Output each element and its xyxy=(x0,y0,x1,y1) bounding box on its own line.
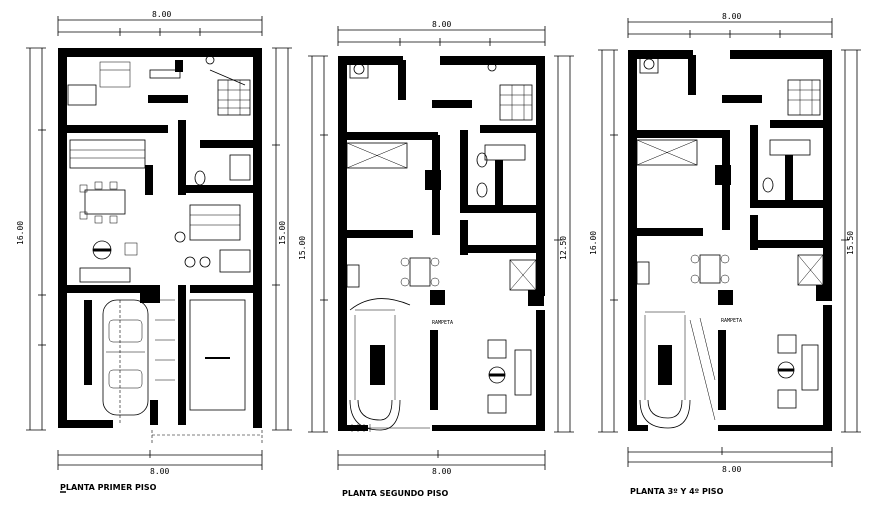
spiral-stair xyxy=(639,311,716,429)
fixtures xyxy=(346,59,537,291)
side-dimensions: 16.00 15.00 xyxy=(16,47,292,431)
top-dimension: 8.00 xyxy=(337,20,546,46)
plan-primer-piso: 8.00 16.00 15.00 xyxy=(16,10,292,493)
plan-tercer-cuarto-piso: 8.00 16.00 15.50 xyxy=(589,12,861,496)
ramp-label: RAMPETA xyxy=(432,320,453,326)
depth-dimension-right-text: 12.50 xyxy=(559,236,568,260)
front-hatch xyxy=(347,424,430,432)
dining-table xyxy=(690,254,730,284)
living-furniture xyxy=(777,334,819,409)
garage-paving xyxy=(119,299,175,425)
stairs xyxy=(205,55,251,116)
plan-title: PLANTA PRIMER PISO xyxy=(60,483,157,492)
top-dimension: 8.00 xyxy=(57,10,263,36)
bedroom-furniture xyxy=(67,61,181,106)
front-dashed-outline xyxy=(151,430,263,445)
living-furniture xyxy=(487,339,532,414)
width-dimension-text: 8.00 xyxy=(432,20,451,29)
side-dimensions: 16.00 15.50 xyxy=(589,49,861,433)
fixtures xyxy=(174,154,251,411)
plan-title: PLANTA 3º Y 4º PISO xyxy=(630,487,724,496)
side-dimensions: 15.00 12.50 xyxy=(298,55,574,433)
top-dimension: 8.00 xyxy=(627,12,833,38)
bottom-width-text: 8.00 xyxy=(722,465,741,474)
dining-table xyxy=(79,181,126,260)
width-dimension-text: 8.00 xyxy=(722,12,741,21)
walls xyxy=(58,48,262,428)
fixtures xyxy=(636,54,824,286)
depth-dimension-left-text: 16.00 xyxy=(16,221,25,245)
ramp-label: RAMPETA xyxy=(721,318,742,324)
bottom-dimension: 8.00 xyxy=(57,450,263,476)
depth-dimension-left-text: 16.00 xyxy=(589,231,598,255)
walls xyxy=(338,56,545,431)
depth-dimension-right-text: 15.00 xyxy=(278,221,287,245)
walls xyxy=(628,50,832,431)
plan-segundo-piso: 8.00 15.00 12.50 xyxy=(298,20,574,498)
dining-table xyxy=(400,257,440,287)
bottom-dimension: 8.00 xyxy=(627,447,833,474)
bottom-width-text: 8.00 xyxy=(150,467,169,476)
parked-car xyxy=(102,299,149,416)
plan-title: PLANTA SEGUNDO PISO xyxy=(342,489,448,498)
depth-dimension-right-text: 15.50 xyxy=(846,231,855,255)
spiral-stair xyxy=(349,298,411,431)
width-dimension-text: 8.00 xyxy=(152,10,171,19)
bottom-width-text: 8.00 xyxy=(432,467,451,476)
bottom-dimension: 8.00 xyxy=(337,450,546,476)
living-furniture xyxy=(69,139,146,283)
depth-dimension-left-text: 15.00 xyxy=(298,236,307,260)
